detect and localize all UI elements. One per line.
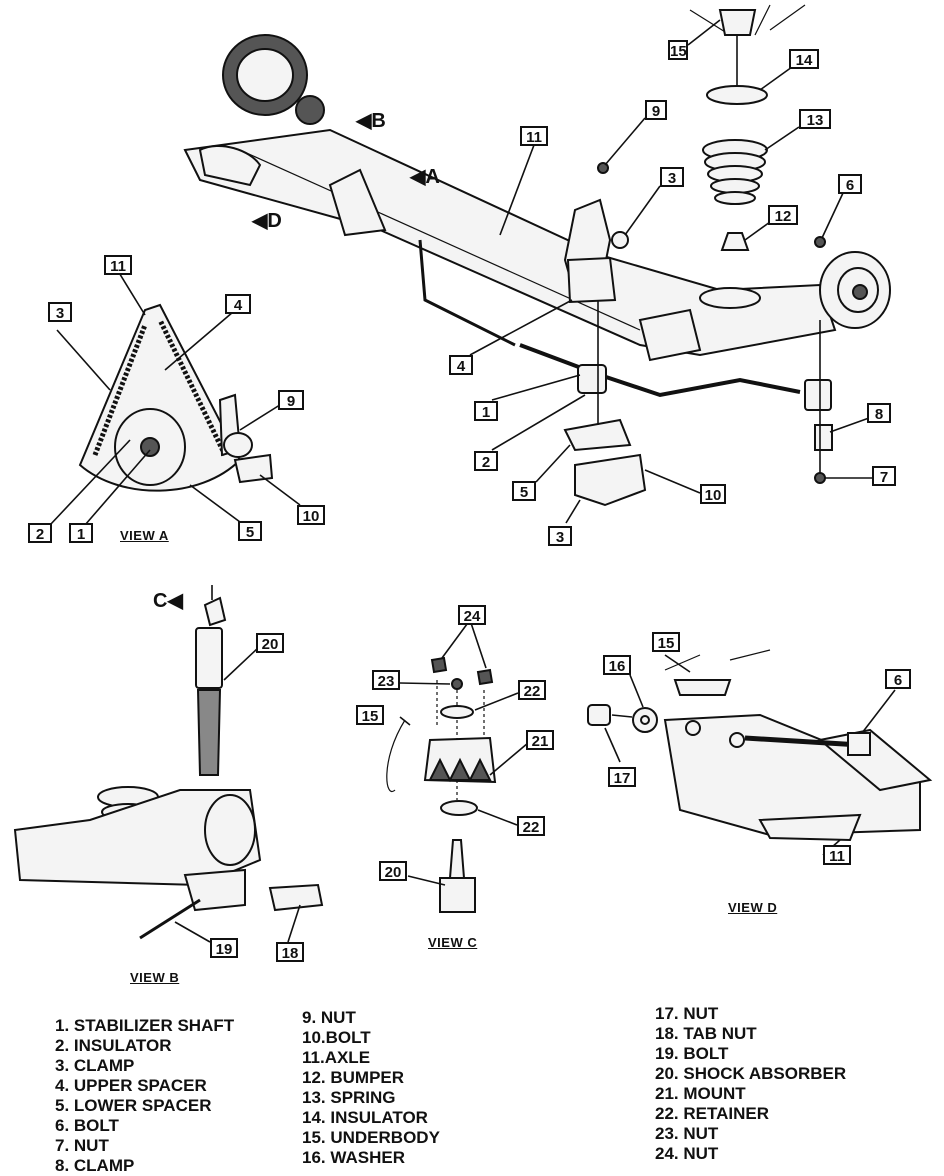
view-a-callout-4: 4 xyxy=(225,294,251,314)
view-a-title: VIEW A xyxy=(120,528,169,543)
view-c-callout-22b: 22 xyxy=(517,816,545,836)
callout-14: 14 xyxy=(789,49,819,69)
view-a-callout-9: 9 xyxy=(278,390,304,410)
callout-6: 6 xyxy=(838,174,862,194)
view-c-callout-20: 20 xyxy=(379,861,407,881)
callout-3: 3 xyxy=(660,167,684,187)
view-c-callout-24: 24 xyxy=(458,605,486,625)
view-b-drawing xyxy=(13,585,324,940)
callout-1: 1 xyxy=(474,401,498,421)
callout-15: 15 xyxy=(668,40,688,60)
legend-item: 2. INSULATOR xyxy=(55,1036,172,1055)
legend-item: 21. MOUNT xyxy=(655,1084,746,1103)
legend-column-2: 9. NUT 10.BOLT 11.AXLE 12. BUMPER 13. SP… xyxy=(302,1008,440,1168)
view-d-callout-11: 11 xyxy=(823,845,851,865)
arrow-a-label: ◀A xyxy=(410,166,440,188)
legend-item: 8. CLAMP xyxy=(55,1156,135,1175)
coil-spring xyxy=(702,139,768,205)
view-d-callout-16: 16 xyxy=(603,655,631,675)
view-d-title: VIEW D xyxy=(728,900,778,915)
arrow-d-letter: D xyxy=(267,210,282,232)
callout-11: 11 xyxy=(520,126,548,146)
view-a-callout-3: 3 xyxy=(48,302,72,322)
view-a-callout-2: 2 xyxy=(28,523,52,543)
callout-8: 8 xyxy=(867,403,891,423)
arrow-b-label: ◀B xyxy=(356,110,386,132)
view-c-title: VIEW C xyxy=(428,935,478,950)
legend-column-1: 1. STABILIZER SHAFT 2. INSULATOR 3. CLAM… xyxy=(55,1016,234,1176)
view-d-drawing xyxy=(587,649,933,842)
view-b-title: VIEW B xyxy=(130,970,180,985)
legend-item: 20. SHOCK ABSORBER xyxy=(655,1064,847,1083)
view-a-callout-5: 5 xyxy=(238,521,262,541)
legend-item: 15. UNDERBODY xyxy=(302,1128,440,1147)
legend-item: 13. SPRING xyxy=(302,1088,396,1107)
view-b-callout-20: 20 xyxy=(256,633,284,653)
view-d-callout-15: 15 xyxy=(652,632,680,652)
callout-2: 2 xyxy=(474,451,498,471)
legend-item: 24. NUT xyxy=(655,1144,719,1163)
callout-4: 4 xyxy=(449,355,473,375)
legend-item: 12. BUMPER xyxy=(302,1068,405,1087)
legend-item: 3. CLAMP xyxy=(55,1056,135,1075)
view-c-callout-15: 15 xyxy=(356,705,384,725)
legend-item: 9. NUT xyxy=(302,1008,356,1027)
legend-item: 7. NUT xyxy=(55,1136,109,1155)
view-c-callout-21: 21 xyxy=(526,730,554,750)
view-a-callout-1: 1 xyxy=(69,523,93,543)
legend-item: 19. BOLT xyxy=(655,1044,729,1063)
callout-7: 7 xyxy=(872,466,896,486)
view-c-callout-23: 23 xyxy=(372,670,400,690)
legend-item: 16. WASHER xyxy=(302,1148,405,1167)
legend-item: 23. NUT xyxy=(655,1124,719,1143)
view-a-drawing xyxy=(78,303,274,492)
arrow-d-label: ◀D xyxy=(252,210,282,232)
legend-item: 10.BOLT xyxy=(302,1028,371,1047)
legend-item: 1. STABILIZER SHAFT xyxy=(55,1016,235,1035)
callout-12: 12 xyxy=(768,205,798,225)
legend-item: 6. BOLT xyxy=(55,1116,119,1135)
legend-item: 22. RETAINER xyxy=(655,1104,769,1123)
callout-3b: 3 xyxy=(548,526,572,546)
view-b-callout-19: 19 xyxy=(210,938,238,958)
legend-item: 11.AXLE xyxy=(302,1048,371,1067)
view-c-drawing xyxy=(386,656,497,913)
arrow-a-letter: A xyxy=(425,166,440,188)
legend-item: 4. UPPER SPACER xyxy=(55,1076,207,1095)
main-assembly-drawing xyxy=(183,4,891,507)
view-a-callout-11: 11 xyxy=(104,255,132,275)
legend-item: 5. LOWER SPACER xyxy=(55,1096,212,1115)
view-a-callout-10: 10 xyxy=(297,505,325,525)
arrow-b-letter: B xyxy=(371,110,386,132)
callout-5: 5 xyxy=(512,481,536,501)
legend-item: 14. INSULATOR xyxy=(302,1108,428,1127)
callout-13: 13 xyxy=(799,109,831,129)
arrow-c-letter: C xyxy=(153,590,168,612)
legend-item: 18. TAB NUT xyxy=(655,1024,757,1043)
legend-column-3: 17. NUT 18. TAB NUT 19. BOLT 20. SHOCK A… xyxy=(655,1004,846,1164)
arrow-c-label: C◀ xyxy=(153,590,183,612)
leader-lines xyxy=(49,19,896,943)
legend-item: 17. NUT xyxy=(655,1004,719,1023)
callout-10: 10 xyxy=(700,484,726,504)
callout-9: 9 xyxy=(645,100,667,120)
view-d-callout-6: 6 xyxy=(885,669,911,689)
view-c-callout-22a: 22 xyxy=(518,680,546,700)
view-d-callout-17: 17 xyxy=(608,767,636,787)
view-b-callout-18: 18 xyxy=(276,942,304,962)
